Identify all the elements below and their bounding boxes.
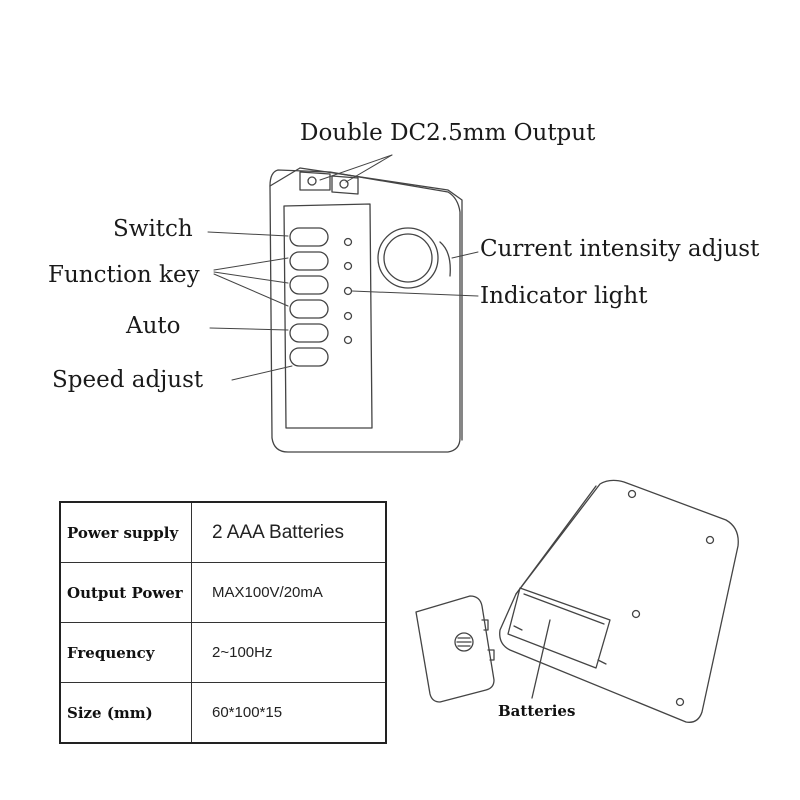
spec-key: Power supply (59, 501, 192, 563)
spec-table: Power supply 2 AAA Batteries Output Powe… (59, 501, 387, 744)
leader-lines (207, 154, 479, 381)
spec-value: 2~100Hz (191, 622, 387, 683)
device-front (269, 167, 463, 453)
intensity-label: Current intensity adjust (480, 236, 760, 262)
spec-key: Frequency (59, 622, 192, 683)
spec-value: 2 AAA Batteries (191, 501, 387, 563)
table-row: Size (mm) 60*100*15 (59, 682, 387, 744)
spec-value: MAX100V/20mA (191, 562, 387, 623)
indicator-label: Indicator light (480, 283, 648, 309)
spec-key: Size (mm) (59, 682, 192, 744)
batteries-label: Batteries (498, 702, 576, 720)
switch-label: Switch (113, 216, 193, 242)
button-column (289, 227, 329, 367)
intensity-knob (377, 227, 451, 289)
output-label: Double DC2.5mm Output (300, 120, 596, 146)
table-row: Frequency 2~100Hz (59, 622, 387, 683)
device-back (499, 479, 739, 723)
dc-output-jacks (299, 171, 359, 195)
battery-cover (415, 595, 495, 703)
speed-adjust-label: Speed adjust (52, 367, 204, 393)
table-row: Output Power MAX100V/20mA (59, 562, 387, 623)
auto-label: Auto (126, 313, 181, 339)
indicator-lights (343, 237, 353, 345)
table-row: Power supply 2 AAA Batteries (59, 501, 387, 563)
function-key-label: Function key (48, 262, 200, 288)
spec-key: Output Power (59, 562, 192, 623)
spec-value: 60*100*15 (191, 682, 387, 744)
